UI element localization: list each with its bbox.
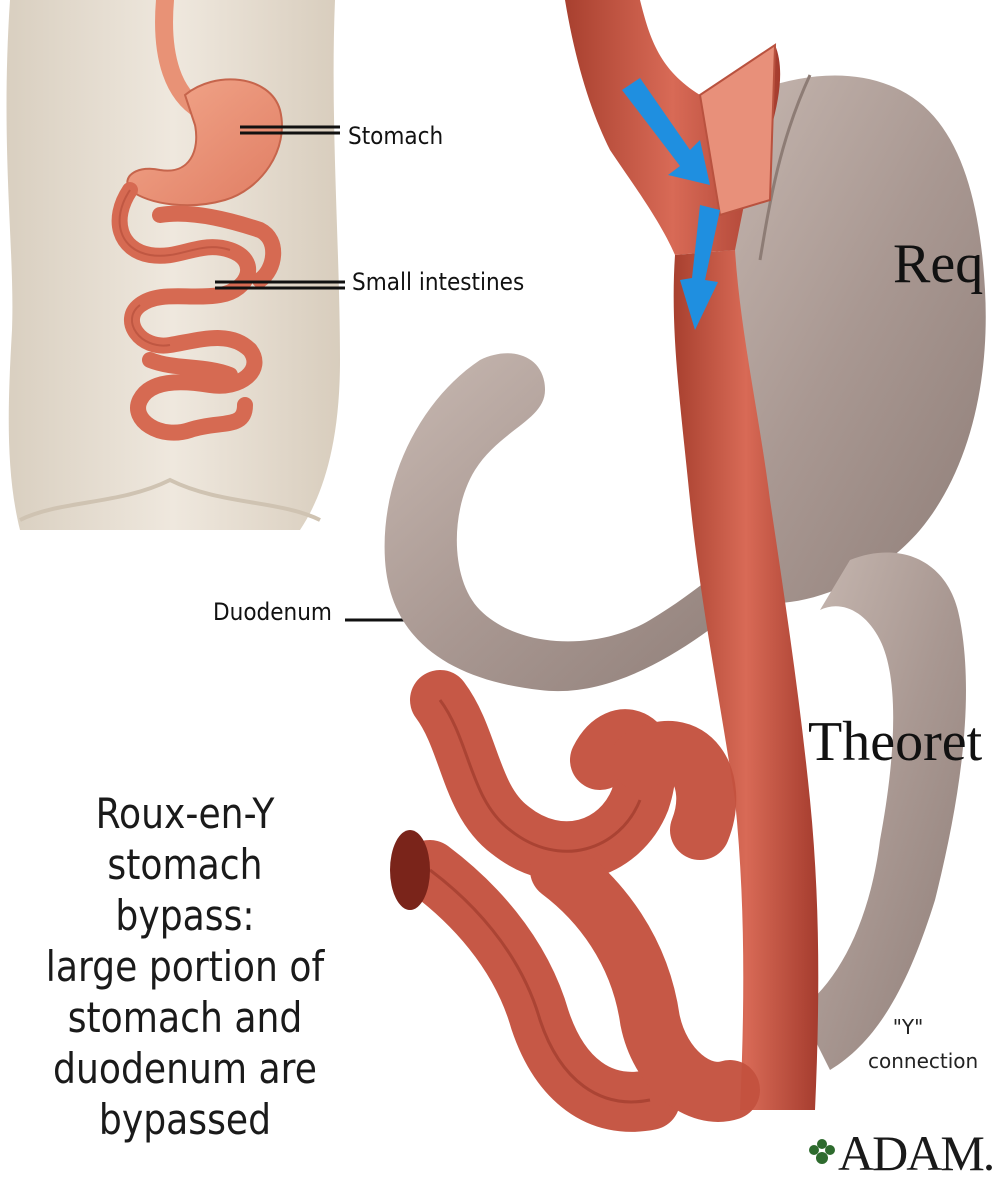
label-y-quote: "Y" xyxy=(848,1010,968,1044)
label-small-intestines: Small intestines xyxy=(352,268,524,296)
overlay-text-line2: Theoret xyxy=(808,710,982,774)
bypassed-loop-right xyxy=(800,553,966,1071)
cut-intestine-end xyxy=(390,830,430,910)
adam-logo-text: ADAM. xyxy=(838,1124,993,1182)
caption-line: bypassed xyxy=(43,1094,327,1145)
torso-inset xyxy=(7,0,340,530)
label-stomach: Stomach xyxy=(348,122,443,150)
adam-logo-leaf xyxy=(809,1139,835,1164)
label-y-connection: "Y" connection xyxy=(868,1010,978,1078)
overlay-text-line1: Req xyxy=(893,232,983,296)
caption-line: stomach and xyxy=(43,992,327,1043)
caption: Roux-en-Y stomach bypass: large portion … xyxy=(43,788,327,1145)
intestine-coils xyxy=(430,700,730,1102)
label-connection: connection xyxy=(868,1044,978,1078)
caption-line: large portion of xyxy=(43,941,327,992)
caption-line: Roux-en-Y xyxy=(43,788,327,839)
caption-line: duodenum are xyxy=(43,1043,327,1094)
label-duodenum: Duodenum xyxy=(213,598,332,626)
caption-line: stomach bypass: xyxy=(43,839,327,941)
